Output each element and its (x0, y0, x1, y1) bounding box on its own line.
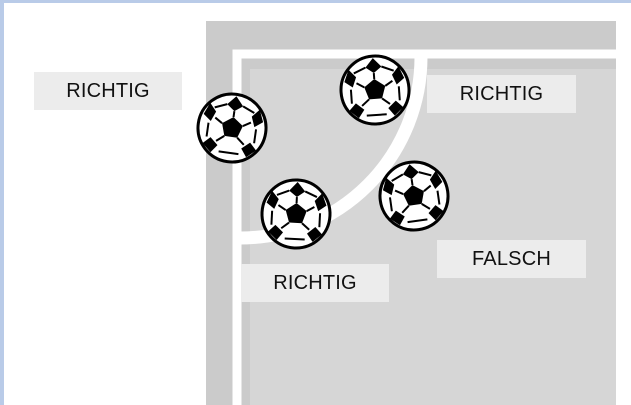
label-bottom-right: FALSCH (437, 240, 586, 278)
corner-boundary-line (232, 49, 616, 405)
pitch-diagram (192, 21, 616, 405)
ball-on-arc-bottom (258, 176, 334, 252)
label-top-left: RICHTIG (34, 72, 182, 110)
label-top-right: RICHTIG (427, 75, 576, 113)
label-bottom-left: RICHTIG (241, 264, 389, 302)
